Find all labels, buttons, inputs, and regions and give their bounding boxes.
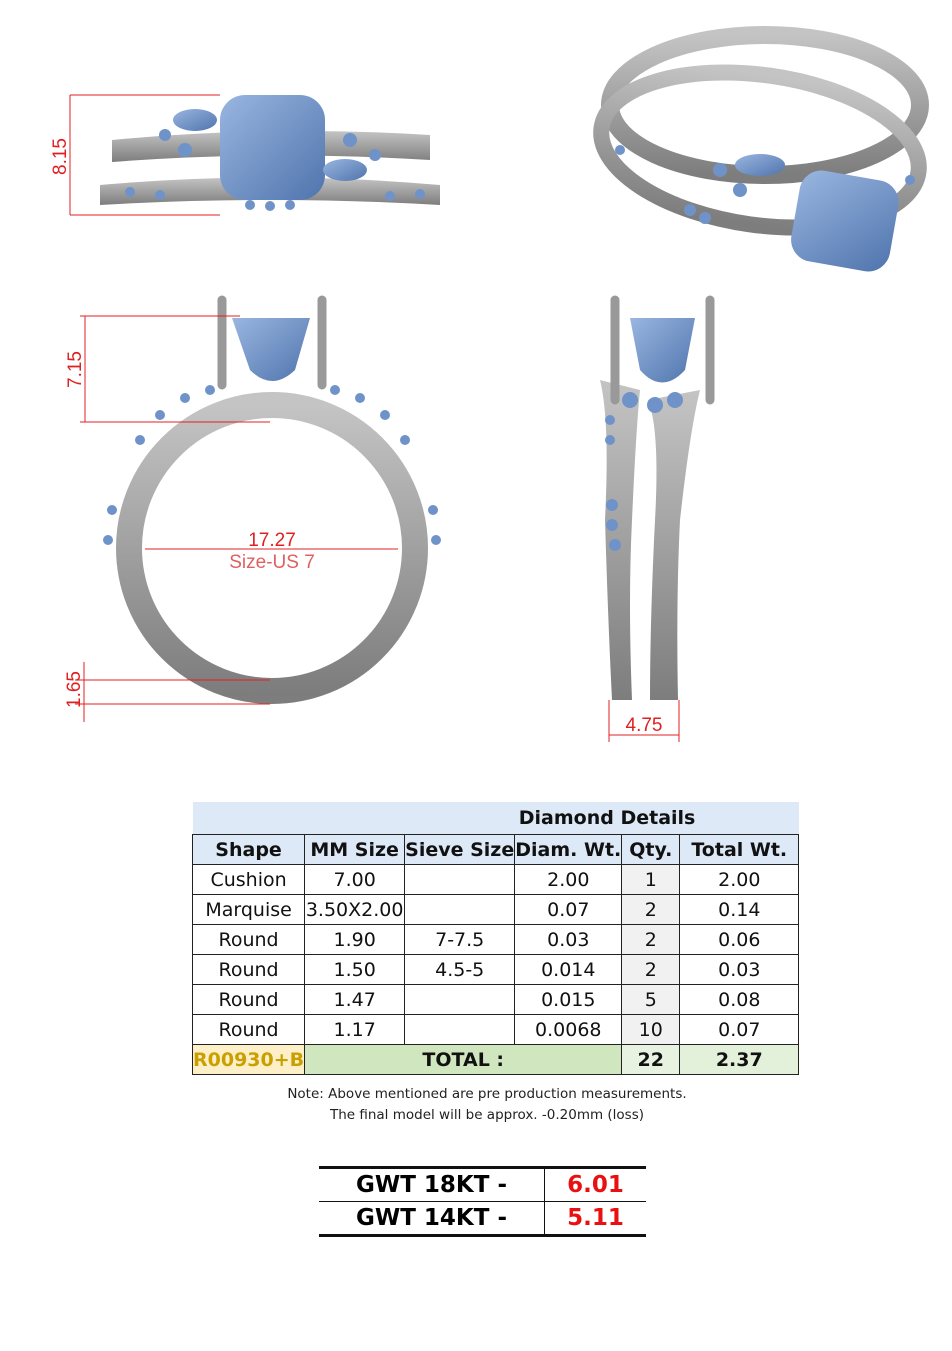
table-cell: 1.17: [304, 1014, 406, 1045]
column-header: Diam. Wt.: [514, 834, 623, 865]
table-cell: 0.07: [679, 1014, 800, 1045]
front-view: 8.15: [50, 94, 440, 216]
note-line-1: Note: Above mentioned are pre production…: [287, 1086, 687, 1102]
table-cell: 1.90: [304, 924, 406, 955]
table-cell: 2.00: [514, 864, 623, 895]
table-cell: 0.06: [679, 924, 800, 955]
table-cell: 0.14: [679, 894, 800, 925]
table-cell: Round: [191, 984, 306, 1015]
table-cell: 0.07: [514, 894, 623, 925]
table-cell: Round: [191, 924, 306, 955]
perspective-view: [593, 26, 929, 272]
column-header: Sieve Size: [404, 834, 516, 865]
dim-head-height: 7.15: [65, 351, 86, 388]
gwt-row-14kt: GWT 14KT - 5.11: [319, 1201, 646, 1234]
model-code: R00930+B: [191, 1044, 306, 1075]
dim-top-height: 8.15: [50, 138, 71, 175]
column-header: Total Wt.: [679, 834, 800, 865]
table-cell: 2: [621, 894, 681, 925]
table-cell: 5: [621, 984, 681, 1015]
table-cell: 0.014: [514, 954, 623, 985]
table-title: Diamond Details: [514, 802, 799, 835]
total-label: TOTAL :: [304, 1044, 623, 1075]
table-total-row: R00930+B TOTAL : 22 2.37: [191, 1044, 800, 1075]
table-cell: 0.03: [514, 924, 623, 955]
table-cell: 7-7.5: [404, 924, 516, 955]
table-cell: [404, 894, 516, 925]
table-cell: 2: [621, 954, 681, 985]
dim-ring-size: Size-US 7: [229, 552, 315, 573]
table-cell: Round: [191, 1014, 306, 1045]
column-header: Qty.: [621, 834, 681, 865]
gwt-label: GWT 14KT -: [319, 1202, 545, 1234]
ring-drawings: 8.15 7.15 17.27 Size-US 7 1.65 4.75: [50, 26, 929, 742]
table-cell: 0.015: [514, 984, 623, 1015]
table-cell: Round: [191, 954, 306, 985]
table-cell: 1: [621, 864, 681, 895]
gwt-row-18kt: GWT 18KT - 6.01: [319, 1169, 646, 1201]
side-view: 7.15 17.27 Size-US 7 1.65: [64, 295, 441, 722]
table-cell: 10: [621, 1014, 681, 1045]
gwt-value: 5.11: [567, 1205, 624, 1231]
table-cell: 2.00: [679, 864, 800, 895]
table-cell: 1.50: [304, 954, 406, 985]
table-cell: 3.50X2.00: [304, 894, 406, 925]
column-header: Shape: [191, 834, 306, 865]
dim-shank-thickness: 1.65: [64, 671, 85, 708]
gwt-value: 6.01: [567, 1172, 624, 1198]
table-cell: 4.5-5: [404, 954, 516, 985]
total-qty: 22: [621, 1044, 681, 1075]
table-header-row: Shape MM Size Sieve Size Diam. Wt. Qty. …: [191, 834, 800, 865]
table-cell: 2: [621, 924, 681, 955]
table-cell: [404, 864, 516, 895]
end-view: 4.75: [600, 295, 715, 742]
table-cell: 0.0068: [514, 1014, 623, 1045]
table-cell: 0.03: [679, 954, 800, 985]
table-cell: 7.00: [304, 864, 406, 895]
dim-band-width: 4.75: [626, 715, 663, 736]
table-cell: 0.08: [679, 984, 800, 1015]
table-cell: Marquise: [191, 894, 306, 925]
note-line-2: The final model will be approx. -0.20mm …: [329, 1107, 645, 1123]
gwt-label: GWT 18KT -: [319, 1169, 545, 1201]
table-cell: 1.47: [304, 984, 406, 1015]
table-cell: Cushion: [191, 864, 306, 895]
column-header: MM Size: [304, 834, 406, 865]
dim-inner-diameter: 17.27: [248, 530, 296, 551]
diamond-details-table: Diamond Details Shape MM Size Sieve Size…: [191, 802, 800, 1075]
table-cell: [404, 1014, 516, 1045]
gross-weight-table: GWT 18KT - 6.01 GWT 14KT - 5.11: [319, 1166, 646, 1237]
total-weight: 2.37: [679, 1044, 800, 1075]
table-cell: [404, 984, 516, 1015]
